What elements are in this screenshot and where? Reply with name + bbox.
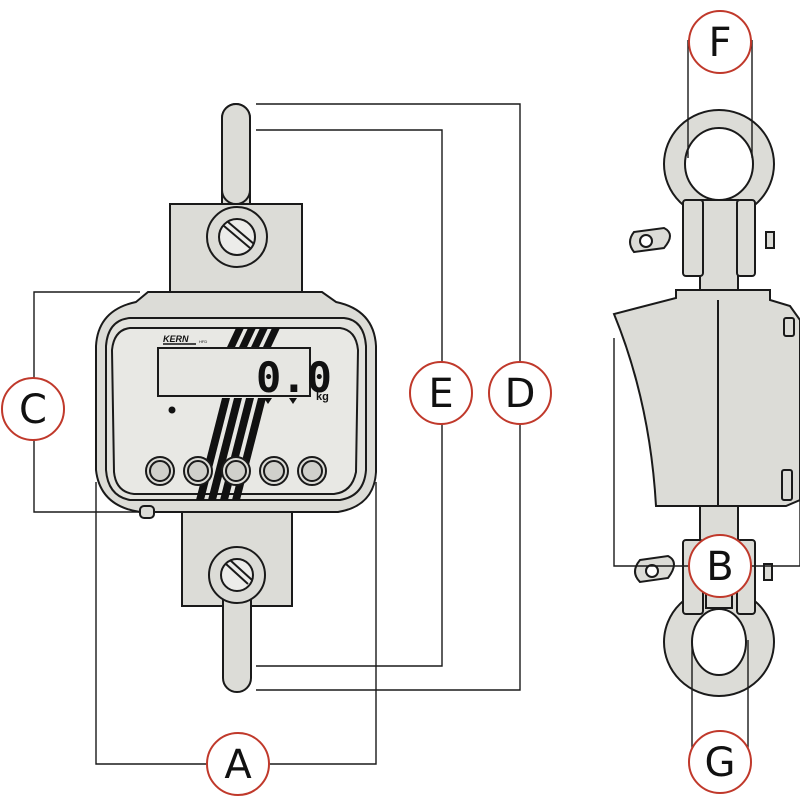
keypad <box>145 456 327 486</box>
front-view <box>95 103 377 693</box>
callout-a <box>206 732 270 796</box>
key-5-button[interactable] <box>297 456 327 486</box>
zero-indicator-icon <box>289 398 297 404</box>
stable-indicator-icon <box>264 398 272 404</box>
unit-label: kg <box>316 391 329 403</box>
top-bolt-icon <box>206 206 268 268</box>
top-shackle <box>629 109 775 297</box>
lcd-screen <box>157 347 311 397</box>
indicator-dot <box>168 406 176 414</box>
side-view <box>612 109 800 697</box>
label-b: B <box>706 544 733 590</box>
dimension-lines <box>33 40 800 765</box>
label-a: A <box>224 742 252 788</box>
side-housing <box>612 289 800 507</box>
callouts <box>1 10 752 796</box>
side-connector <box>139 505 155 519</box>
callout-c <box>1 377 65 441</box>
callout-b <box>688 534 752 598</box>
weight-reading: 0.0 <box>256 353 332 402</box>
label-e: E <box>428 371 453 417</box>
callout-f <box>688 10 752 74</box>
callout-d <box>488 361 552 425</box>
key-3-button[interactable] <box>221 456 251 486</box>
label-d: D <box>505 371 536 417</box>
callout-e <box>409 361 473 425</box>
brand-logo: KERN <box>163 334 189 344</box>
model-label: HFD <box>199 339 207 344</box>
key-1-button[interactable] <box>145 456 175 486</box>
bottom-shackle <box>634 505 775 697</box>
label-c: C <box>19 387 47 433</box>
key-2-button[interactable] <box>183 456 213 486</box>
label-f: F <box>708 20 731 66</box>
label-g: G <box>705 740 736 786</box>
key-4-button[interactable] <box>259 456 289 486</box>
bottom-bolt-icon <box>208 546 266 604</box>
callout-g <box>688 730 752 794</box>
